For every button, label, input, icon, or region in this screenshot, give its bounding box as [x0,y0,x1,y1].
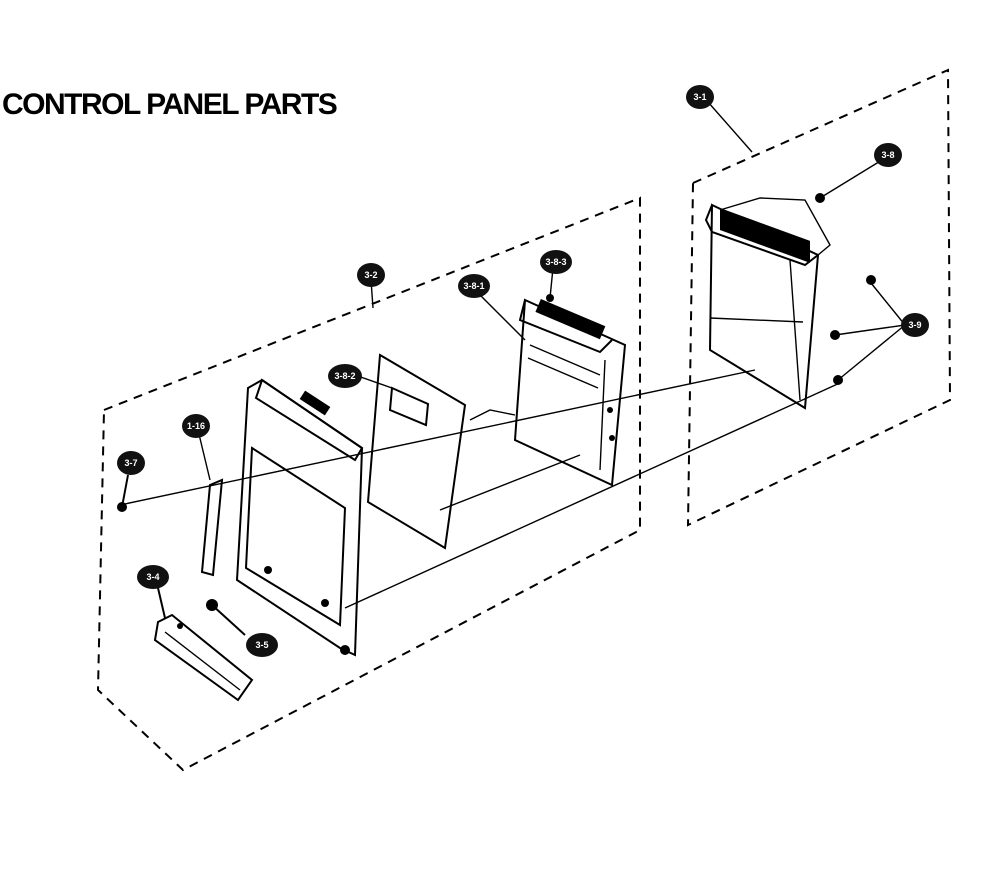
svg-text:3-4: 3-4 [146,572,159,582]
callout-3-5: 3-5 [246,633,278,657]
svg-text:3-8: 3-8 [881,150,894,160]
callout-3-9: 3-9 [901,313,929,337]
assembly-group-left-dashed-box [96,196,641,772]
svg-text:1-16: 1-16 [187,421,205,431]
pcb-board-part [704,193,876,410]
svg-text:3-9: 3-9 [908,320,921,330]
callout-1-16: 1-16 [182,414,210,438]
leader-lines [197,101,906,481]
screw-part [117,474,129,512]
callout-3-2: 3-2 [357,263,385,287]
callout-3-1: 3-1 [686,85,714,109]
svg-text:3-8-1: 3-8-1 [463,281,484,291]
knob-part [206,599,246,636]
callout-3-8-2: 3-8-2 [328,364,362,388]
front-frame-part [235,378,364,657]
button-bar-part [153,587,254,702]
callout-3-8-3: 3-8-3 [540,250,572,274]
callout-3-8: 3-8 [874,143,902,167]
svg-text:3-8-3: 3-8-3 [545,257,566,267]
svg-text:3-7: 3-7 [124,458,137,468]
svg-text:3-1: 3-1 [693,92,706,102]
svg-text:3-2: 3-2 [364,270,377,280]
callout-3-8-1: 3-8-1 [458,274,490,298]
bracket-board-part [469,294,627,487]
callout-3-7: 3-7 [117,451,145,475]
door-strip-part [200,478,224,577]
assembly-group-right-dashed-box [686,68,952,527]
diagram-title: CONTROL PANEL PARTS [2,88,338,121]
svg-text:3-8-2: 3-8-2 [334,371,355,381]
svg-text:3-5: 3-5 [255,640,268,650]
callout-3-4: 3-4 [137,565,169,589]
membrane-sheet-part [366,353,467,550]
assembly-axis-lines [119,369,843,609]
